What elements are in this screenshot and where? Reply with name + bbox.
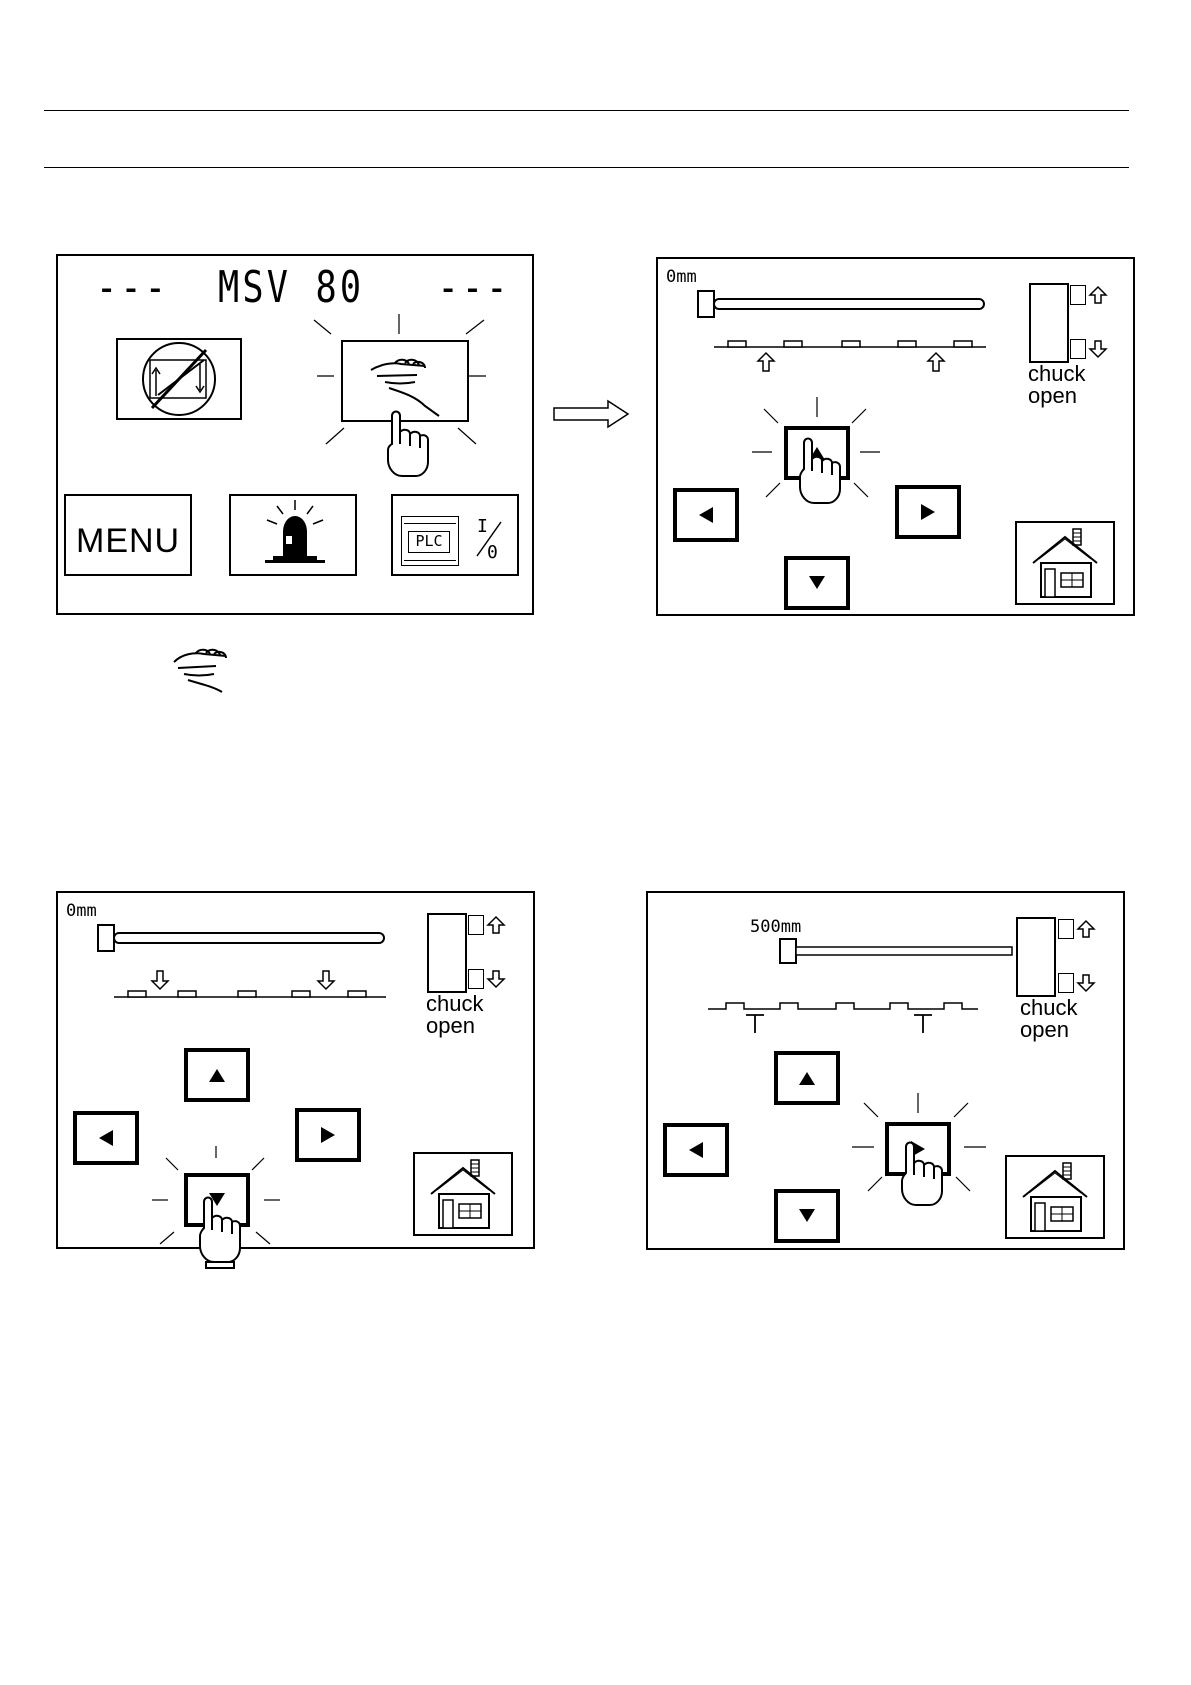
chuck-open-indicator — [1058, 973, 1074, 993]
arrow-down-outline-icon — [486, 969, 506, 989]
chuck-status-line1: chuck — [426, 993, 483, 1015]
menu-button[interactable]: MENU — [64, 494, 192, 576]
arrow-up-outline-icon — [1076, 919, 1096, 939]
chuck-status-line2: open — [426, 1015, 483, 1037]
home-button[interactable] — [1005, 1155, 1105, 1239]
chuck-open-indicator — [468, 969, 484, 989]
house-icon — [1017, 523, 1113, 603]
chuck-block — [427, 913, 467, 993]
chuck-status-line1: chuck — [1020, 997, 1077, 1019]
left-button[interactable] — [673, 488, 739, 542]
header-rule-top — [44, 110, 1129, 111]
triangle-left-icon — [77, 1115, 135, 1161]
auto-mode-button[interactable] — [116, 338, 242, 420]
triangle-right-icon — [889, 1126, 947, 1172]
alarm-button[interactable] — [229, 494, 357, 576]
main-screen-panel: --- MSV 80 --- — [56, 254, 534, 615]
chuck-status-line2: open — [1020, 1019, 1077, 1041]
right-arrow-icon — [552, 399, 632, 429]
up-button[interactable] — [784, 426, 850, 480]
home-button[interactable] — [1015, 521, 1115, 605]
down-button[interactable] — [184, 1173, 250, 1227]
arrow-up-outline-icon — [1088, 285, 1108, 305]
plc-label: PLC — [408, 531, 450, 553]
triangle-left-icon — [677, 492, 735, 538]
triangle-right-icon — [899, 489, 957, 535]
machine-title: --- MSV 80 --- — [96, 262, 511, 313]
right-button[interactable] — [895, 485, 961, 539]
menu-label: MENU — [76, 522, 180, 561]
io-label: I 0 — [473, 514, 503, 566]
triangle-down-icon — [788, 560, 846, 606]
arrow-down-outline-icon — [1076, 973, 1096, 993]
triangle-down-icon — [778, 1193, 836, 1239]
triangle-left-icon — [667, 1127, 725, 1173]
triangle-up-icon — [778, 1055, 836, 1101]
hand-icon — [170, 644, 240, 694]
down-button[interactable] — [784, 556, 850, 610]
manual-mode-button[interactable] — [341, 340, 469, 422]
chuck-status: chuck open — [1020, 997, 1077, 1041]
manual-screen-up-panel: 0mm chuck open — [656, 257, 1135, 616]
chuck-status: chuck open — [1028, 363, 1085, 407]
house-icon — [1007, 1157, 1103, 1237]
manual-screen-down-panel: 0mm chuck open — [56, 891, 535, 1249]
chuck-close-indicator — [1070, 285, 1086, 305]
chuck-block — [1016, 917, 1056, 997]
chuck-status-line1: chuck — [1028, 363, 1085, 385]
arrow-down-outline-icon — [1088, 339, 1108, 359]
plc-io-button[interactable]: PLC I 0 — [391, 494, 519, 576]
right-button[interactable] — [885, 1122, 951, 1176]
up-button[interactable] — [184, 1048, 250, 1102]
chuck-close-indicator — [468, 915, 484, 935]
house-icon — [415, 1154, 511, 1234]
left-button[interactable] — [663, 1123, 729, 1177]
chuck-status: chuck open — [426, 993, 483, 1037]
hand-icon — [343, 342, 467, 420]
up-button[interactable] — [774, 1051, 840, 1105]
triangle-up-icon — [188, 1052, 246, 1098]
alarm-beacon-icon — [231, 496, 355, 574]
triangle-down-icon — [188, 1177, 246, 1223]
chuck-status-line2: open — [1028, 385, 1085, 407]
arrow-up-outline-icon — [486, 915, 506, 935]
auto-cycle-icon — [118, 340, 240, 418]
triangle-right-icon — [299, 1112, 357, 1158]
home-button[interactable] — [413, 1152, 513, 1236]
triangle-up-icon — [788, 430, 846, 476]
chuck-block — [1029, 283, 1069, 363]
chuck-close-indicator — [1058, 919, 1074, 939]
right-button[interactable] — [295, 1108, 361, 1162]
down-button[interactable] — [774, 1189, 840, 1243]
plc-module-icon: PLC — [401, 516, 459, 566]
manual-screen-right-panel: 500mm chuck open — [646, 891, 1125, 1250]
left-button[interactable] — [73, 1111, 139, 1165]
chuck-open-indicator — [1070, 339, 1086, 359]
header-rule-bottom — [44, 167, 1129, 168]
